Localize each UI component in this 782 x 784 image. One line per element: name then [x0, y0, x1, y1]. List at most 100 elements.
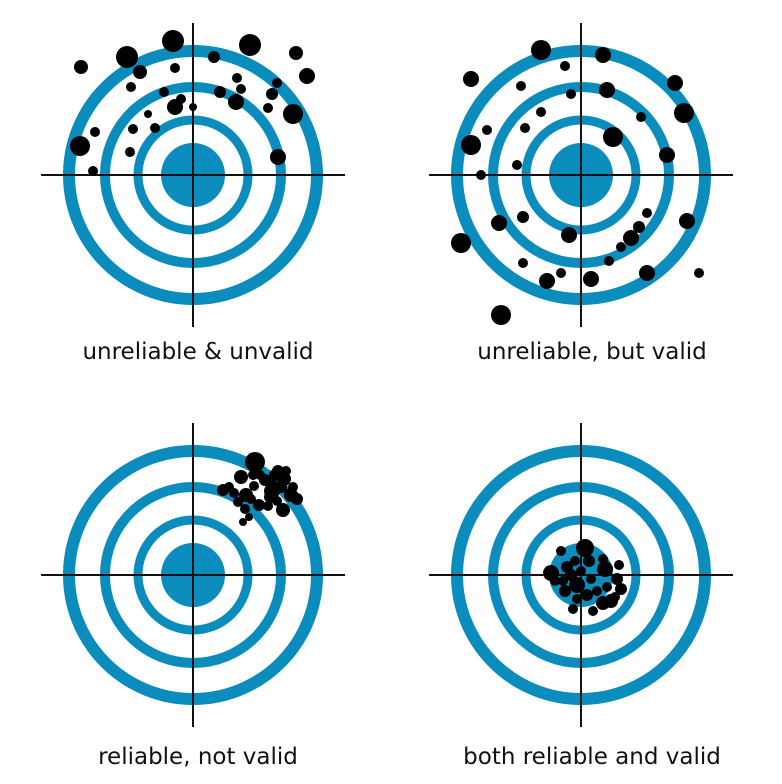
shot-dot — [276, 503, 290, 517]
shot-dot — [463, 71, 479, 87]
shot-dot — [208, 51, 220, 63]
shot-dot — [232, 73, 242, 83]
shot-dot — [572, 594, 582, 604]
shot-dot — [90, 127, 100, 137]
shot-dot — [566, 89, 576, 99]
shot-dot — [568, 604, 578, 614]
shot-dot — [128, 124, 138, 134]
target-unreliable-unvalid — [41, 23, 345, 327]
shot-dot — [550, 576, 560, 586]
shot-dot — [263, 501, 273, 511]
shot-dot — [512, 160, 522, 170]
shot-dot — [133, 65, 147, 79]
shot-dot — [674, 103, 694, 123]
shot-dot — [263, 103, 273, 113]
shot-dot — [576, 566, 586, 576]
shot-dot — [531, 40, 551, 60]
shot-dot — [245, 513, 253, 521]
shot-dot — [597, 561, 613, 577]
shot-dot — [275, 481, 287, 493]
shot-dot — [236, 84, 246, 94]
shot-dot — [281, 466, 291, 476]
shot-dot — [598, 554, 608, 564]
shot-dot — [259, 474, 271, 486]
shot-dot — [583, 271, 599, 287]
shot-dot — [592, 586, 602, 596]
caption-both-reliable-and-valid: both reliable and valid — [463, 744, 721, 770]
shot-dot — [461, 135, 481, 155]
shot-dot — [596, 596, 610, 610]
shot-dot — [159, 87, 169, 97]
shot-dot — [126, 82, 136, 92]
shot-dot — [558, 576, 568, 586]
shot-dot — [283, 104, 303, 124]
shot-dot — [291, 493, 303, 505]
shot-dot — [588, 606, 598, 616]
shot-dot — [604, 256, 614, 266]
shot-dot — [116, 46, 138, 68]
shot-dot — [88, 166, 98, 176]
shot-dot — [264, 491, 276, 503]
shot-dot — [491, 305, 511, 325]
shot-dot — [516, 81, 526, 91]
shot-dot — [189, 103, 197, 111]
shot-dot — [614, 560, 624, 570]
shot-dot — [253, 499, 265, 511]
shot-dot — [616, 242, 626, 252]
shot-dot — [246, 494, 256, 504]
shot-dot — [581, 589, 593, 601]
shot-dot — [234, 470, 248, 484]
shot-dot — [162, 30, 184, 52]
shot-dot — [556, 268, 566, 278]
shot-dot — [288, 482, 298, 492]
shot-dot — [679, 213, 695, 229]
shot-dot — [272, 78, 282, 88]
shot-dot — [239, 34, 261, 56]
shot-dot — [633, 221, 645, 233]
shot-dot — [74, 60, 88, 74]
shot-dot — [144, 110, 152, 118]
shot-dot — [561, 227, 577, 243]
shot-dot — [491, 215, 507, 231]
shot-dot — [476, 170, 486, 180]
shot-dot — [659, 147, 675, 163]
shot-dot — [266, 88, 278, 100]
shot-dot — [482, 125, 492, 135]
shot-dot — [559, 585, 571, 597]
shot-dot — [269, 469, 281, 481]
shot-dot — [518, 258, 528, 268]
shot-dot — [576, 539, 594, 557]
shot-dot — [70, 136, 90, 156]
shot-dot — [125, 147, 135, 157]
shot-dot — [595, 47, 611, 63]
shot-dot — [239, 518, 247, 526]
shot-dot — [536, 107, 546, 117]
shot-dot — [560, 61, 570, 71]
shot-dot — [520, 123, 530, 133]
shot-dot — [639, 265, 655, 281]
shot-dot — [623, 230, 639, 246]
shot-dot — [170, 63, 180, 73]
shot-dot — [214, 86, 226, 98]
shot-dot — [642, 208, 652, 218]
caption-reliable-not-valid: reliable, not valid — [98, 744, 298, 770]
shot-dot — [217, 484, 229, 496]
shot-dot — [539, 273, 555, 289]
shot-dot — [240, 504, 250, 514]
shot-dot — [610, 592, 620, 602]
shot-dot — [517, 211, 529, 223]
shot-dot — [245, 452, 265, 472]
caption-unreliable-unvalid: unreliable & unvalid — [82, 339, 313, 365]
shot-dot — [586, 574, 596, 584]
shot-dot — [636, 112, 646, 122]
shot-dot — [451, 233, 471, 253]
shot-dot — [603, 127, 623, 147]
shot-dot — [694, 268, 704, 278]
shot-dot — [615, 583, 627, 595]
shot-dot — [667, 75, 683, 91]
shot-dot — [270, 149, 286, 165]
shot-dot — [583, 555, 595, 567]
shot-dot — [249, 481, 259, 491]
shot-dot — [602, 582, 612, 592]
